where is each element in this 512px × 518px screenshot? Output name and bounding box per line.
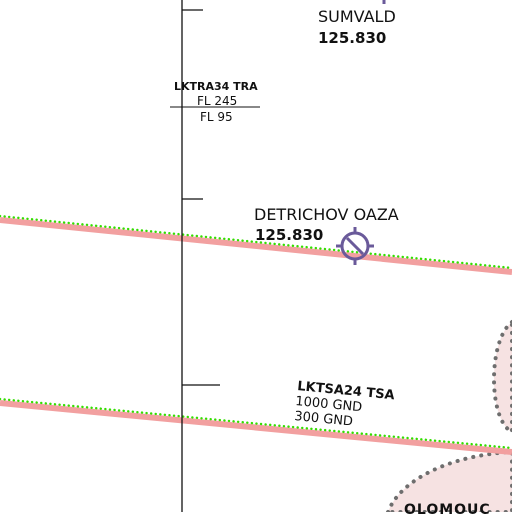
airspace-upper-limit: FL 245 (197, 94, 238, 108)
waypoint-frequency: 125.830 (318, 29, 387, 47)
waypoint-frequency: 125.830 (255, 226, 324, 244)
airspace-name: LKTRA34 TRA (174, 80, 258, 93)
boundary-line-upper (0, 217, 512, 275)
tma-area-east (492, 319, 512, 435)
airspace-lower-limit: FL 95 (200, 110, 233, 124)
waypoint-name: SUMVALD (318, 7, 396, 26)
boundary-dots-lower (0, 397, 512, 450)
boundary-dots-upper (0, 214, 512, 270)
reporting-point-icon (336, 227, 374, 265)
boundary-line-lower (0, 400, 512, 455)
tma-label-partial: OLOMOUC (404, 502, 491, 518)
waypoint-name: DETRICHOV OAZA (254, 205, 399, 224)
